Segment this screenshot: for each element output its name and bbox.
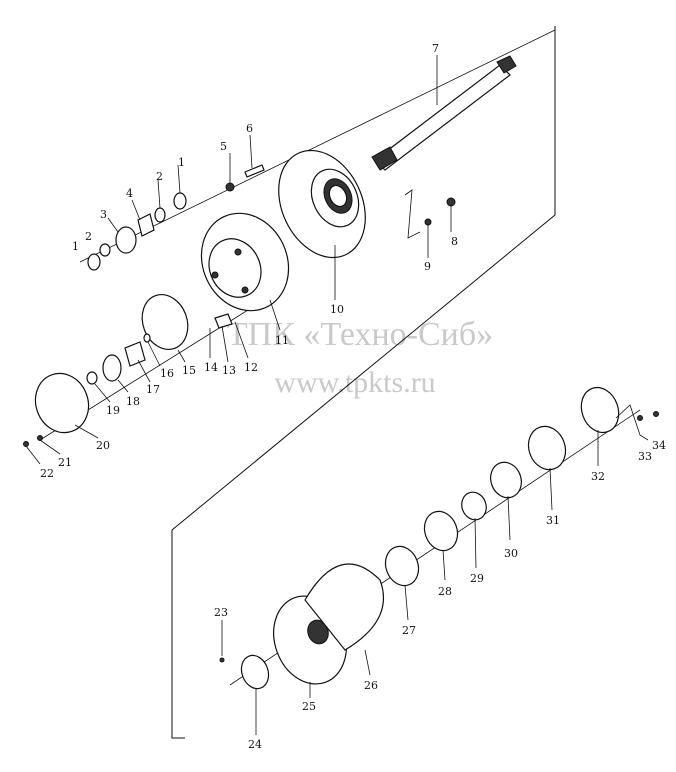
callout-25: 25 (302, 700, 316, 713)
callout-18: 18 (126, 395, 140, 408)
callout-20: 20 (96, 439, 110, 452)
callout-2-top: 2 (156, 170, 163, 183)
callout-numbers: 1 2 4 3 2 1 5 6 7 8 9 10 11 12 13 14 15 … (40, 42, 666, 751)
leader-lines (25, 55, 649, 735)
callout-30: 30 (504, 547, 518, 560)
callout-13: 13 (222, 364, 236, 377)
callout-11: 11 (275, 334, 289, 347)
callout-12: 12 (244, 361, 258, 374)
callout-26: 26 (364, 679, 378, 692)
callout-21: 21 (58, 456, 72, 469)
lower-gear-assembly (219, 386, 659, 690)
assembly-frame (171, 26, 556, 739)
watermark-company: ТПК «Техно-Сиб» (227, 316, 493, 353)
small-gear-parts (87, 192, 187, 271)
callout-28: 28 (438, 585, 452, 598)
lower-left-parts (23, 294, 233, 447)
callout-1-left: 1 (72, 240, 79, 253)
callout-16: 16 (160, 367, 174, 380)
shaft-part (371, 55, 517, 171)
callout-29: 29 (470, 572, 484, 585)
callout-19: 19 (106, 404, 120, 417)
watermark-url: www.tpkts.ru (274, 366, 435, 399)
cover-plate (200, 212, 290, 312)
callout-4: 4 (126, 187, 133, 200)
callout-33: 33 (638, 450, 652, 463)
callout-6: 6 (246, 122, 253, 135)
callout-1-top: 1 (178, 156, 185, 169)
callout-32: 32 (591, 470, 605, 483)
callout-24: 24 (248, 738, 262, 751)
callout-22: 22 (40, 467, 54, 480)
callout-17: 17 (146, 383, 160, 396)
callout-9: 9 (424, 260, 431, 273)
callout-31: 31 (546, 514, 560, 527)
callout-14: 14 (204, 361, 218, 374)
callout-34: 34 (652, 439, 666, 452)
callout-8: 8 (451, 235, 458, 248)
callout-5: 5 (220, 140, 227, 153)
upper-axis (79, 29, 556, 263)
callout-10: 10 (330, 303, 344, 316)
callout-2-left: 2 (85, 230, 92, 243)
callout-7: 7 (432, 42, 439, 55)
flange-housing (278, 149, 366, 259)
callout-15: 15 (182, 364, 196, 377)
callout-27: 27 (402, 624, 416, 637)
callout-3: 3 (100, 208, 107, 221)
callout-23: 23 (214, 606, 228, 619)
